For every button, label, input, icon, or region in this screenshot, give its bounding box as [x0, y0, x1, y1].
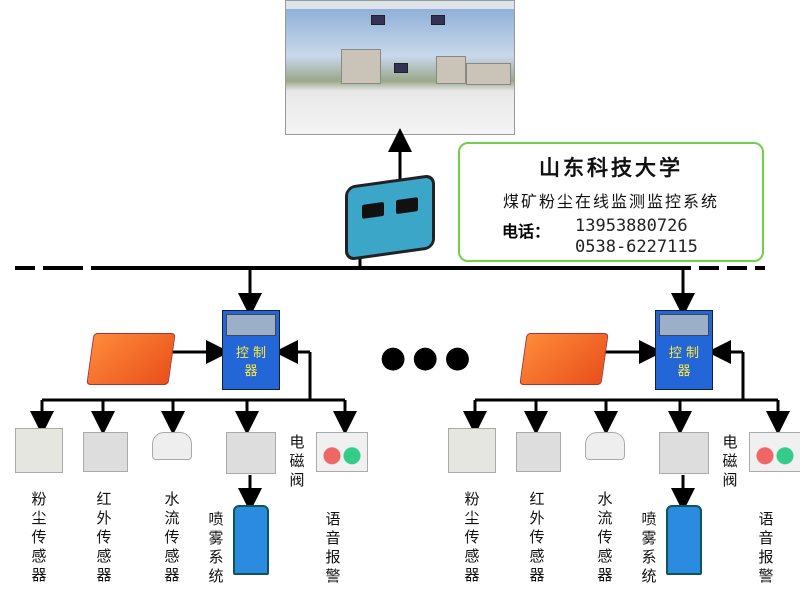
- water-flow-sensor-label: 水流传感器: [164, 490, 180, 584]
- solenoid-valve-label: 电磁阀: [289, 433, 305, 489]
- dust-sensor-label: 粉尘传感器: [464, 490, 480, 584]
- solenoid-valve-device: [226, 432, 276, 474]
- controller: 控 制 器: [655, 310, 713, 390]
- infrared-sensor-label: 红外传感器: [96, 490, 112, 584]
- phone-1: 13953880726: [575, 216, 688, 236]
- voice-alarm-device: [316, 432, 368, 472]
- monitoring-software-screenshot: [285, 0, 515, 135]
- phone-2: 0538-6227115: [575, 237, 698, 257]
- ellipsis-dots: ●●●: [380, 340, 477, 375]
- power-supply-box: [519, 333, 609, 385]
- controller-label: 控 制 器: [235, 346, 267, 379]
- voice-alarm-device: [749, 432, 800, 472]
- voice-alarm-label: 语音报警: [758, 510, 774, 585]
- water-flow-sensor-device: [152, 432, 192, 460]
- infrared-sensor-device: [83, 432, 128, 472]
- spray-system-label: 喷雾系统: [641, 510, 657, 585]
- solenoid-valve-device: [659, 432, 709, 474]
- infrared-sensor-label: 红外传感器: [529, 490, 545, 584]
- water-flow-sensor-label: 水流传感器: [597, 490, 613, 584]
- spray-system-label: 喷雾系统: [208, 510, 224, 585]
- spray-device: [666, 505, 702, 575]
- dust-sensor-device: [448, 428, 496, 473]
- phone-label: 电话：: [502, 222, 551, 241]
- dust-sensor-label: 粉尘传感器: [31, 490, 47, 584]
- info-box: 山东科技大学 煤矿粉尘在线监测监控系统 电话： 13953880726 0538…: [458, 142, 764, 262]
- controller: 控 制 器: [222, 310, 280, 390]
- dust-sensor-device: [15, 428, 63, 473]
- network-gateway-device: [345, 173, 435, 262]
- spray-device: [233, 505, 269, 575]
- university-name: 山东科技大学: [539, 156, 683, 180]
- infrared-sensor-device: [516, 432, 561, 472]
- solenoid-valve-label: 电磁阀: [722, 433, 738, 489]
- controller-label: 控 制 器: [668, 346, 700, 379]
- water-flow-sensor-device: [585, 432, 625, 460]
- voice-alarm-label: 语音报警: [325, 510, 341, 585]
- power-supply-box: [86, 333, 176, 385]
- system-name: 煤矿粉尘在线监测监控系统: [502, 192, 719, 211]
